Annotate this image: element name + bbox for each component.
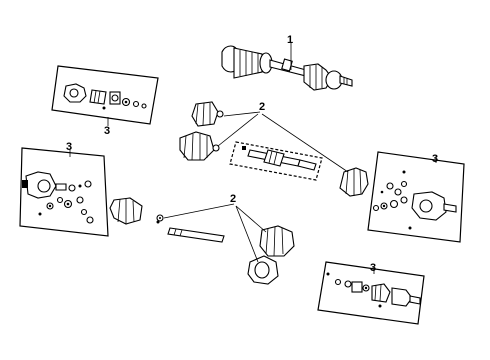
callout-2-lower: 2 bbox=[230, 193, 236, 205]
joint-kit-box-left: 3 bbox=[19, 141, 109, 237]
joint-kit-box-bottom-right: 3 bbox=[317, 261, 425, 325]
cv-joint-and-shaft-lower: 2 bbox=[109, 193, 295, 285]
callout-3-upper-left: 3 bbox=[104, 125, 110, 137]
callout-3-left: 3 bbox=[66, 141, 72, 153]
callout-2-upper: 2 bbox=[259, 101, 265, 113]
callout-3-bottom-right: 3 bbox=[370, 262, 376, 274]
joint-kit-box-right: 3 bbox=[367, 151, 465, 243]
shaft-kit-dashed-box bbox=[229, 141, 323, 181]
axle-assembly-part-1: 1 bbox=[221, 34, 353, 91]
callout-3-right: 3 bbox=[432, 153, 438, 165]
callout-1: 1 bbox=[287, 34, 293, 46]
boot-kit-box-upper-left: 3 bbox=[51, 65, 159, 137]
boots-group-upper-center: 2 bbox=[179, 101, 369, 197]
